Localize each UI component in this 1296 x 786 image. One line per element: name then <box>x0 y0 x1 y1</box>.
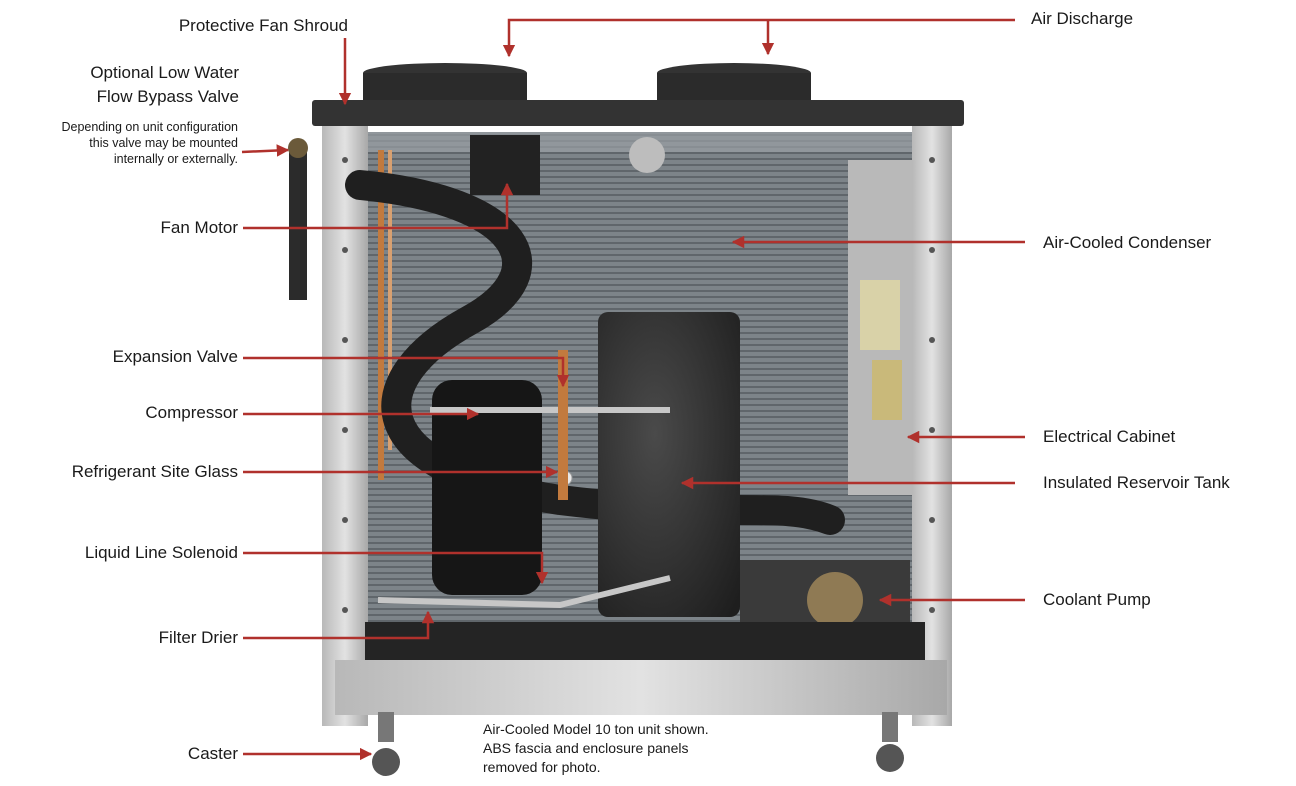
label-expansion-valve: Expansion Valve <box>112 347 238 366</box>
callout-bypass-valve <box>241 144 290 157</box>
callout-expansion-valve <box>243 356 570 388</box>
label-liquid-line-solenoid: Liquid Line Solenoid <box>84 543 238 562</box>
caster-left <box>372 712 400 776</box>
caster-right <box>876 712 904 772</box>
top-cap <box>312 100 964 126</box>
fan-shroud-right <box>657 63 811 103</box>
label-filter-drier: Filter Drier <box>158 628 238 647</box>
label-electrical-cabinet: Electrical Cabinet <box>1043 427 1176 446</box>
base-deck <box>365 622 925 662</box>
base-frame <box>335 660 947 715</box>
callout-solenoid <box>243 551 549 585</box>
bypass-valve-note: Depending on unit configuration this val… <box>61 120 238 166</box>
label-air-cooled-condenser: Air-Cooled Condenser <box>1043 233 1212 252</box>
label-coolant-pump: Coolant Pump <box>1043 590 1151 609</box>
label-refrigerant-site-glass: Refrigerant Site Glass <box>71 462 238 481</box>
callout-air-discharge <box>502 18 1015 58</box>
fan-motor <box>470 135 540 195</box>
label-protective-fan-shroud: Protective Fan Shroud <box>178 16 348 35</box>
compressor <box>432 380 542 595</box>
fan-shroud-left <box>363 63 527 103</box>
photo-caption: Air-Cooled Model 10 ton unit shown. ABS … <box>483 721 709 775</box>
frame-post-left <box>322 126 368 726</box>
label-insulated-reservoir-tank: Insulated Reservoir Tank <box>1043 473 1230 492</box>
callout-fan-motor <box>243 182 514 230</box>
label-caster: Caster <box>187 744 238 763</box>
label-air-discharge: Air Discharge <box>1031 9 1134 28</box>
reservoir-tank <box>598 312 740 617</box>
label-bypass-valve-line2: Flow Bypass Valve <box>96 87 239 106</box>
label-fan-motor: Fan Motor <box>160 218 238 237</box>
label-bypass-valve-line1: Optional Low Water <box>90 63 239 82</box>
label-compressor: Compressor <box>145 403 238 422</box>
callout-filter-drier <box>243 610 435 640</box>
